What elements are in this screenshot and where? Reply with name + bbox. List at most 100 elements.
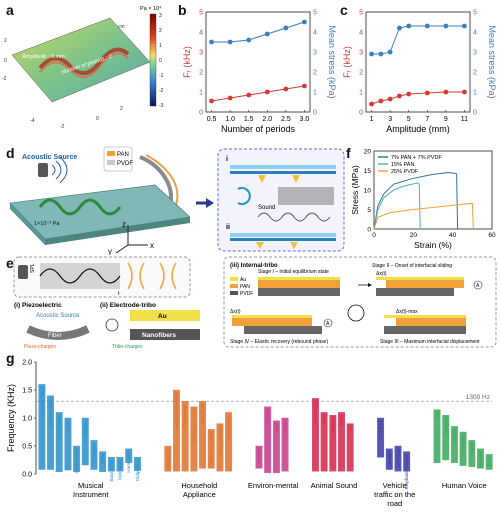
range-bar — [320, 412, 328, 472]
svg-text:2: 2 — [159, 28, 162, 34]
y2-tick-label: 3 — [313, 50, 317, 57]
panel-label-g: g — [6, 350, 15, 366]
range-bar — [264, 406, 272, 474]
svg-text:-2: -2 — [159, 88, 164, 94]
axis-tick: 2 — [120, 106, 123, 112]
range-bar — [164, 445, 172, 472]
range-bar — [81, 417, 89, 466]
range-bar — [47, 395, 55, 470]
bar-label: Lion Roar — [395, 448, 400, 468]
au-layer — [130, 310, 200, 321]
stage3-label: Stage III – Maximum interfacial displace… — [380, 339, 480, 345]
piezo-title: (i) Piezoelectric — [14, 302, 62, 309]
range-bar — [312, 398, 319, 472]
bar-label: Bass Drum — [109, 459, 114, 482]
y-tick-label: 3 — [359, 50, 363, 57]
panel-label-d: d — [6, 145, 15, 161]
y-tick-label: 4 — [199, 30, 203, 37]
data-point — [209, 39, 214, 45]
x-axis-label: Number of periods — [221, 124, 296, 134]
y2-tick-label: 1 — [473, 90, 477, 97]
range-bar — [477, 448, 484, 469]
bar-label: Washing Machine — [174, 392, 179, 428]
y2-tick-label: 2 — [313, 70, 317, 77]
range-bar — [125, 448, 133, 464]
range-bar — [181, 401, 189, 472]
range-bar — [468, 440, 476, 467]
range-bar — [255, 445, 263, 469]
data-point — [462, 89, 467, 95]
data-point — [264, 31, 270, 37]
x-tick-label: 2.5 — [281, 116, 291, 123]
range-bar — [329, 414, 337, 472]
roman-ii: ii — [226, 224, 230, 231]
bar-label: Bass — [487, 456, 492, 467]
circuit-icon — [105, 318, 119, 332]
simulation-plate — [11, 17, 151, 103]
y-axis-label: Stress (MPa) — [350, 165, 360, 215]
range-bar — [64, 417, 72, 471]
svg-text:-3: -3 — [159, 103, 164, 109]
data-point — [378, 98, 384, 104]
y-tick-label: 20 — [364, 149, 372, 156]
data-point — [369, 101, 374, 107]
y-tick-label: 0.5 — [22, 444, 32, 451]
x-tick-label: 40 — [449, 232, 457, 239]
range-bar — [90, 440, 98, 470]
group-label: road — [387, 499, 402, 508]
panel-d-schematic: Acoustic Source PAN PVDF 1×10⁻³ Pa z x y… — [9, 146, 345, 255]
range-bar — [485, 454, 493, 470]
y-tick-label: 10 — [364, 188, 372, 195]
group-label: Vehicle — [383, 481, 407, 490]
x-tick-label: 0 — [372, 232, 376, 239]
y-axis-label: Fᵣ (kHz) — [182, 46, 192, 78]
data-point — [397, 93, 402, 99]
bar-label: Dehumidifier — [226, 414, 231, 440]
bar-label: Girl — [435, 412, 440, 419]
group-label: Environ-mental — [248, 481, 299, 490]
panel-a-simulation: Amplitude : 5 mm Number of periods : 2 2… — [2, 5, 164, 130]
axis-tick: -4 — [30, 118, 35, 124]
range-bar — [442, 414, 450, 461]
bar-label: Motorcycle — [313, 400, 318, 422]
data-point — [302, 83, 307, 89]
y-axis-label: Frequency (KHz) — [6, 384, 16, 452]
y-tick-label: 2 — [199, 70, 203, 77]
y2-tick-label: 1 — [313, 90, 317, 97]
bar-label: Double Bass — [74, 447, 79, 473]
y-tick-label: 0 — [367, 227, 371, 234]
data-point — [227, 39, 233, 45]
bar-label: Trombone — [91, 442, 96, 463]
legend-label: 15% PAN — [391, 162, 414, 168]
y-axis-label: Fᵣ (kHz) — [342, 46, 352, 78]
y-tick-label: 0 — [199, 110, 203, 117]
group-label: Musical — [78, 481, 104, 490]
data-point — [424, 23, 430, 29]
y2-tick-label: 0 — [473, 110, 477, 117]
x-tick-label: 11 — [461, 116, 468, 123]
stage4-label: Stage IV – Elastic recovery (rebound pha… — [230, 339, 328, 345]
bar-label: Car — [348, 425, 353, 433]
range-bar — [133, 456, 141, 471]
x-tick-label: 7 — [425, 116, 429, 123]
y2-tick-label: 5 — [313, 10, 317, 17]
internal-title: (iii) Internal-tribo — [230, 263, 278, 269]
svg-text:3: 3 — [159, 13, 162, 19]
bar-label: Acoustic Guitar — [39, 386, 44, 417]
panel-label-a: a — [6, 2, 14, 18]
y2-axis-label: Mean stress (kPa) — [327, 25, 337, 98]
legend-label: 7% PAN + 7% PVDF — [391, 155, 442, 161]
bar-label: Bass Guitar — [57, 414, 62, 438]
panel-e-mechanism: SPL t (i) Piezoelectric Acoustic Source … — [13, 256, 497, 350]
device-wave — [38, 198, 122, 216]
x-tick-label: 9 — [444, 116, 448, 123]
bar-label: Truck — [339, 414, 344, 426]
axis-tick: 2 — [4, 38, 7, 44]
y-tick-label: 5 — [359, 10, 363, 17]
axis-x: x — [150, 241, 154, 250]
range-bar — [99, 451, 107, 472]
plot-frame — [373, 150, 493, 230]
sound-label: Sound — [258, 205, 275, 211]
bar-label: Tuba — [100, 453, 105, 464]
